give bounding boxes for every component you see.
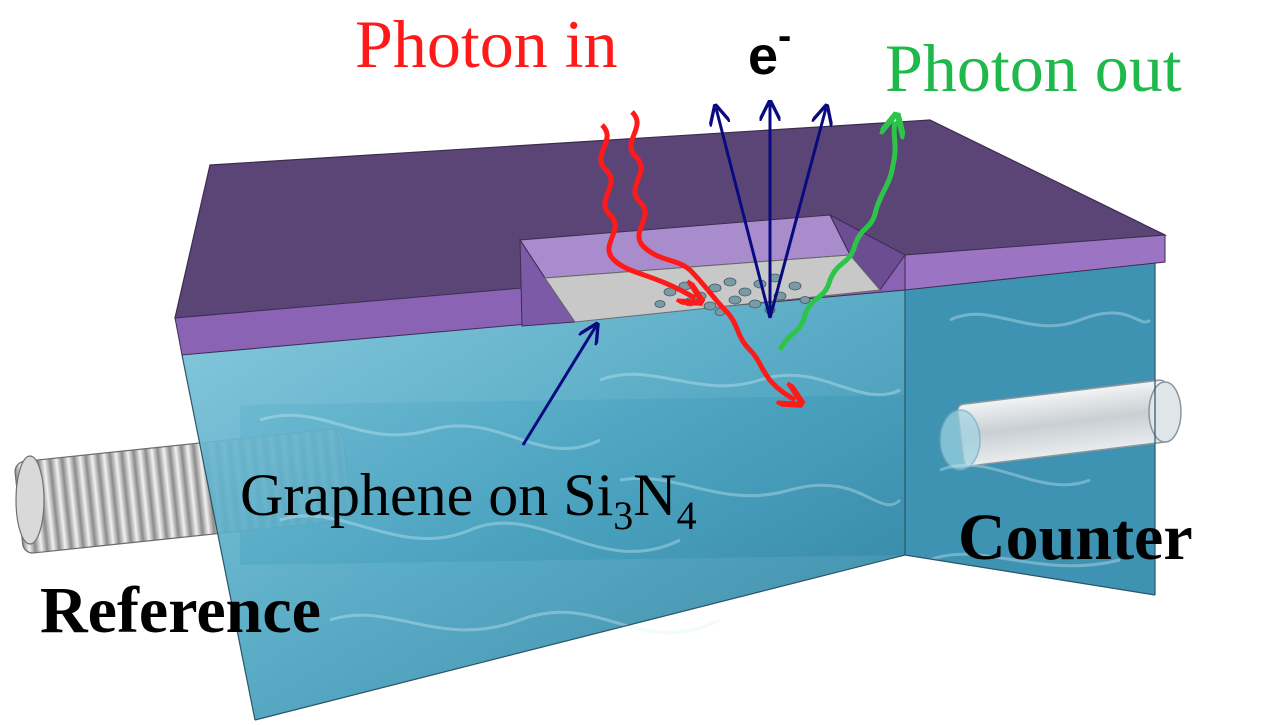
reference-label: Reference <box>40 574 321 647</box>
counter-label: Counter <box>958 501 1193 574</box>
graphene-label: Graphene on Si3N4 <box>240 462 697 536</box>
photon-out-wave <box>777 122 895 352</box>
lid-right-side <box>904 234 1166 291</box>
electron-symbol: e <box>748 26 779 86</box>
photon-in-wave-2 <box>628 110 795 400</box>
electron-arrows <box>716 104 826 319</box>
membrane-pointer-arrow <box>521 326 596 446</box>
graphene-prefix: Graphene on Si <box>240 462 614 528</box>
water-front-face <box>182 290 905 720</box>
electron-charge: - <box>778 14 792 58</box>
photon-out-label: Photon out <box>885 30 1182 106</box>
box-edges <box>181 255 1156 721</box>
graphene-sub-3: 3 <box>613 493 634 538</box>
counter-electrode <box>939 379 1182 471</box>
graphene-mid: N <box>633 462 677 528</box>
photon-in-label: Photon in <box>355 6 618 82</box>
electron-label: e- <box>748 16 791 86</box>
photon-in-wave-1 <box>598 123 695 298</box>
graphene-sub-4: 4 <box>676 493 697 538</box>
water-caustics <box>259 311 1152 635</box>
